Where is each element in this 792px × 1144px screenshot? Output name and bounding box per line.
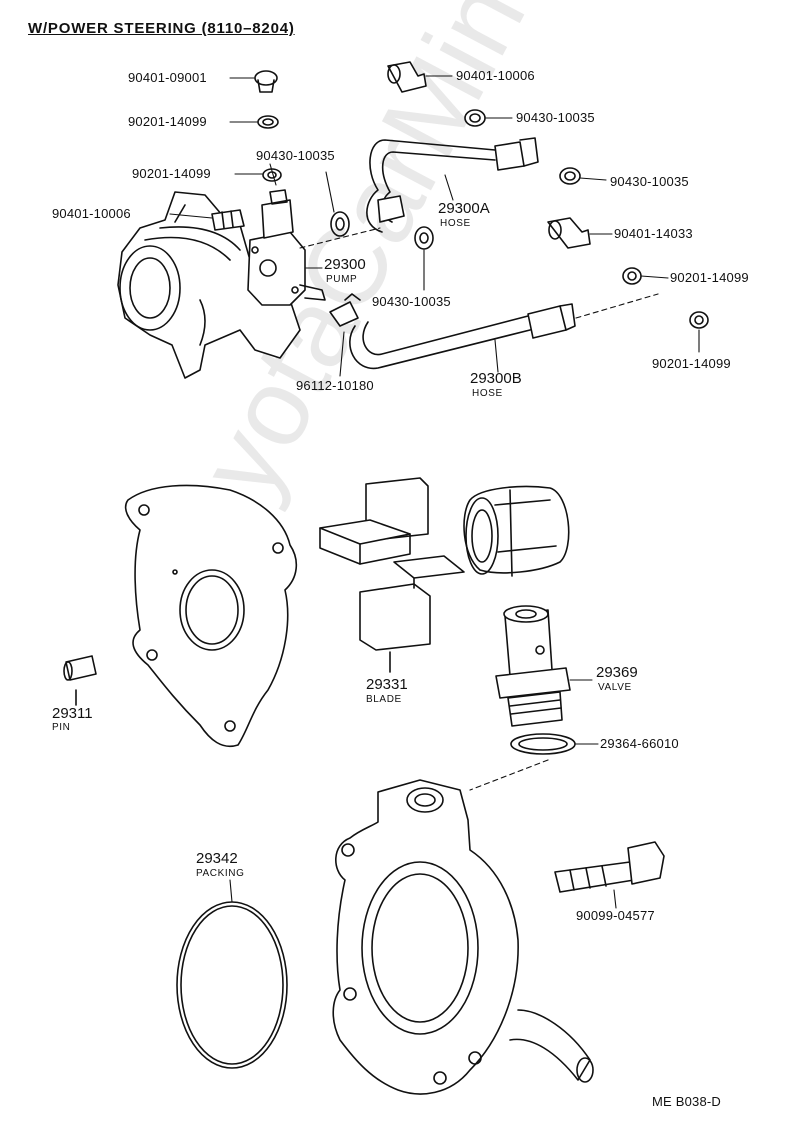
- label-90201-14099-d: 90201-14099: [652, 356, 731, 371]
- callout-hose-b-number: 29300B: [470, 370, 522, 387]
- callout-hose-a-number: 29300A: [438, 200, 490, 217]
- label-90430-10035-a: 90430-10035: [256, 148, 335, 163]
- label-90430-10035-b: 90430-10035: [516, 110, 595, 125]
- callout-pin-caption: PIN: [52, 722, 71, 733]
- housing-drawing: [332, 759, 594, 1095]
- label-90430-10035-c: 90430-10035: [610, 174, 689, 189]
- end-plate-drawing: [124, 484, 298, 747]
- callout-pump-number: 29300: [324, 256, 366, 273]
- fitting-drawings: [254, 70, 434, 250]
- callout-hose-a-caption: HOSE: [440, 218, 471, 229]
- alternator-drawing: [117, 191, 301, 379]
- callout-blade-caption: BLADE: [366, 694, 402, 705]
- label-90201-14099-c: 90201-14099: [670, 270, 749, 285]
- label-90099-04577: 90099-04577: [576, 908, 655, 923]
- label-29364-66010: 29364-66010: [600, 736, 679, 751]
- callout-valve-caption: VALVE: [598, 682, 632, 693]
- callout-packing-caption: PACKING: [196, 868, 245, 879]
- label-90430-10035-d: 90430-10035: [372, 294, 451, 309]
- callout-packing-number: 29342: [196, 850, 238, 867]
- packing-drawing: [176, 879, 288, 1069]
- hose-a-drawing: [366, 137, 539, 233]
- rotor-drawing: [463, 485, 570, 577]
- label-90401-10006-b: 90401-10006: [456, 68, 535, 83]
- label-90401-10006-a: 90401-10006: [52, 206, 131, 221]
- label-90201-14099-b: 90201-14099: [132, 166, 211, 181]
- callout-pin-number: 29311: [52, 705, 93, 722]
- label-90401-09001: 90401-09001: [128, 70, 207, 85]
- callout-valve-number: 29369: [596, 664, 638, 681]
- callout-hose-b-caption: HOSE: [472, 388, 503, 399]
- footer-code: ME B038-D: [652, 1094, 721, 1109]
- hose-b-drawing: [329, 293, 576, 370]
- leader-lines: [169, 75, 700, 377]
- valve-drawing: [495, 605, 576, 755]
- lower-leader-lines: [569, 679, 599, 745]
- right-fitting-drawings: [387, 61, 709, 329]
- callout-pump-caption: PUMP: [326, 274, 358, 285]
- label-96112-10180: 96112-10180: [296, 378, 374, 393]
- bolt-drawing: [554, 841, 665, 909]
- pin-drawing: [63, 655, 97, 706]
- label-90401-14033: 90401-14033: [614, 226, 693, 241]
- blade-drawings: [319, 477, 465, 673]
- pump-drawing: [211, 189, 326, 306]
- label-90201-14099-a: 90201-14099: [128, 114, 207, 129]
- diagram-title: W/POWER STEERING (8110–8204): [28, 20, 295, 37]
- callout-blade-number: 29331: [366, 676, 408, 693]
